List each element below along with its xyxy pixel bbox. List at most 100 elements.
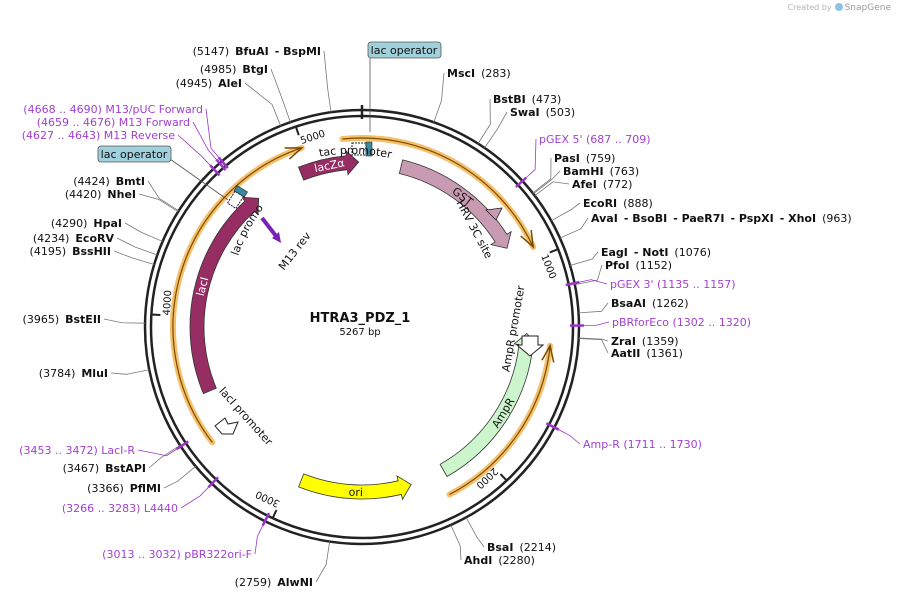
site-ecoRV: (4234)EcoRV bbox=[33, 232, 115, 245]
site-afeI: AfeI(772) bbox=[572, 178, 632, 191]
site-eagI-leader bbox=[569, 251, 599, 266]
primer-pgex5-label: pGEX 5' (687 .. 709) bbox=[539, 133, 651, 146]
primer-m13puc-leader bbox=[205, 108, 220, 158]
site-afeI-leader bbox=[534, 181, 570, 197]
primer-pgex3-leader bbox=[579, 279, 608, 285]
site-nheI: (4420)NheI bbox=[65, 188, 136, 201]
primer-pgex3-label: pGEX 3' (1135 .. 1157) bbox=[610, 278, 736, 291]
site-mluI-leader bbox=[110, 369, 150, 375]
lac-operator-left-label: lac operator bbox=[101, 148, 168, 161]
site-hpaI-label: (4290)HpaI bbox=[51, 217, 122, 230]
site-mscI: MscI(283) bbox=[447, 67, 511, 80]
site-nheI-leader bbox=[138, 193, 179, 213]
feature-laci: lacI bbox=[189, 196, 260, 395]
primer-ampr-label: Amp-R (1711 .. 1730) bbox=[583, 438, 702, 451]
lac-operator-box-left: lac operator bbox=[97, 145, 229, 201]
orf-head-0 bbox=[520, 229, 535, 249]
site-zraI-leader bbox=[578, 337, 609, 342]
primer-lacir-label: (3453 .. 3472) LacI-R bbox=[19, 444, 135, 457]
site-pasI: PasI(759) bbox=[554, 152, 615, 165]
site-zraI: ZraI(1359) bbox=[611, 335, 679, 348]
leader-layer bbox=[103, 50, 609, 583]
site-alwNI-leader bbox=[315, 541, 331, 583]
watermark-brand: SnapGene bbox=[844, 3, 891, 13]
hrv-3c-site-marker bbox=[485, 207, 503, 221]
site-bssHII-label: (4195)BssHII bbox=[30, 245, 111, 258]
tick-label-1000: 1000 bbox=[538, 253, 558, 281]
feature-ampr: AmpR bbox=[439, 332, 539, 478]
m13-rev-arrow bbox=[260, 216, 281, 243]
primer-pbrforeco-leader bbox=[583, 321, 610, 326]
feature-ori-label: ori bbox=[348, 486, 363, 500]
site-swaI-label: SwaI(503) bbox=[510, 106, 575, 119]
primer-ampr-mark bbox=[545, 422, 560, 431]
primer-label-layer: pGEX 5' (687 .. 709) pGEX 3' (1135 .. 115… bbox=[19, 103, 751, 561]
site-bmtI-leader bbox=[147, 180, 179, 212]
orf-layer bbox=[170, 135, 555, 498]
site-hpaI: (4290)HpaI bbox=[51, 217, 122, 230]
site-ecoRI-leader bbox=[551, 202, 581, 222]
site-bssHII: (4195)BssHII bbox=[30, 245, 111, 258]
laci-promoter-label: lacI promoter bbox=[216, 385, 275, 449]
tick-label-5000: 5000 bbox=[299, 129, 327, 147]
tick-label-3000: 3000 bbox=[254, 488, 282, 509]
site-bmtI: (4424)BmtI bbox=[73, 175, 145, 188]
site-pasI-leader bbox=[532, 157, 552, 194]
lac-operator-top-label: lac operator bbox=[371, 44, 438, 57]
site-bamHI-leader bbox=[533, 170, 561, 195]
site-bsaI-label: BsaI(2214) bbox=[487, 541, 556, 554]
primer-m13rev_primer-label: (4627 .. 4643) M13 Reverse bbox=[22, 129, 175, 142]
primer-pbr322ori-leader bbox=[254, 525, 264, 555]
site-bstBI: BstBI(473) bbox=[493, 93, 561, 106]
primer-pgex5-leader bbox=[525, 138, 537, 178]
primer-m13rev_primer-leader bbox=[177, 134, 211, 166]
site-pasI-label: PasI(759) bbox=[554, 152, 615, 165]
primer-m13rev_primer-mark bbox=[209, 164, 221, 177]
site-zraI-label: ZraI(1359) bbox=[611, 335, 679, 348]
site-bfuAI-leader bbox=[323, 50, 332, 113]
site-pfoI-leader bbox=[574, 264, 603, 286]
primer-ampr-leader bbox=[558, 429, 581, 445]
primer-lacir-mark bbox=[175, 440, 189, 451]
site-afeI-label: AfeI(772) bbox=[572, 178, 632, 191]
site-avaI-label: AvaI- BsoBI- PaeR7I- PspXI- XhoI(963) bbox=[591, 212, 852, 225]
orf-line-2 bbox=[172, 147, 302, 443]
primer-m13fwd-label: (4659 .. 4676) M13 Forward bbox=[37, 116, 190, 129]
site-ecoRI-label: EcoRI(888) bbox=[583, 197, 653, 210]
site-aleI-leader bbox=[244, 82, 282, 126]
feature-lacza-label: lacZα bbox=[313, 156, 346, 175]
site-aatII-leader bbox=[578, 338, 609, 354]
site-bstAPI-leader bbox=[148, 444, 181, 469]
site-pflMI-label: (3366)PflMI bbox=[87, 482, 161, 495]
primer-pbrforeco-label: pBRforEco (1302 .. 1320) bbox=[612, 316, 751, 329]
tick-4000 bbox=[151, 313, 161, 317]
site-alwNI: (2759)AlwNI bbox=[235, 576, 313, 589]
feature-lacza-shape bbox=[297, 149, 360, 181]
lac-operator-box-top: lac operator bbox=[367, 41, 442, 132]
site-aleI-label: (4945)AleI bbox=[176, 77, 242, 90]
primer-l4440-mark bbox=[207, 476, 219, 489]
site-bssHII-leader bbox=[113, 250, 155, 265]
site-avaI-leader bbox=[559, 217, 589, 239]
site-bmtI-label: (4424)BmtI bbox=[73, 175, 145, 188]
primer-m13puc-label: (4668 .. 4690) M13/pUC Forward bbox=[23, 103, 203, 116]
orf-head-1 bbox=[541, 343, 555, 363]
site-bamHI: BamHI(763) bbox=[563, 165, 639, 178]
primer-pgex5-mark bbox=[515, 176, 528, 188]
primer-l4440-label: (3266 .. 3283) L4440 bbox=[62, 502, 178, 515]
site-mluI-label: (3784)MluI bbox=[39, 367, 108, 380]
site-bstAPI: (3467)BstAPI bbox=[63, 462, 146, 475]
primer-m13fwd-mark bbox=[215, 158, 227, 171]
site-ecoRV-label: (4234)EcoRV bbox=[33, 232, 115, 245]
site-bfuAI-label: (5147)BfuAI- BspMI bbox=[193, 45, 321, 58]
site-pflMI-leader bbox=[163, 465, 196, 489]
site-bfuAI: (5147)BfuAI- BspMI bbox=[193, 45, 321, 58]
site-ecoRI: EcoRI(888) bbox=[583, 197, 653, 210]
primer-lacir-leader bbox=[137, 448, 177, 457]
feature-ampr-label: AmpR bbox=[489, 395, 517, 430]
site-swaI: SwaI(503) bbox=[510, 106, 575, 119]
site-bsaAI: BsaAI(1262) bbox=[611, 297, 689, 310]
site-eagI-label: EagI- NotI(1076) bbox=[601, 246, 711, 259]
